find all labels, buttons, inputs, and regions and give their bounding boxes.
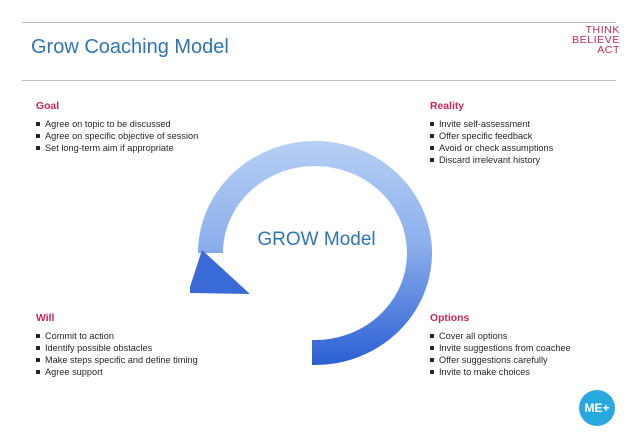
- reality-section: Reality Invite self-assessment Offer spe…: [430, 101, 553, 166]
- list-item: Offer specific feedback: [430, 130, 553, 142]
- list-item: Invite self-assessment: [430, 118, 553, 130]
- brand-line-act: ACT: [597, 44, 620, 56]
- will-list: Commit to action Identify possible obsta…: [36, 330, 198, 378]
- grow-model-label: GROW Model: [238, 225, 395, 255]
- goal-heading: Goal: [36, 101, 60, 112]
- list-item: Invite suggestions from coachee: [430, 342, 571, 354]
- goal-list: Agree on topic to be discussed Agree on …: [36, 118, 198, 154]
- list-item: Agree on specific objective of session: [36, 130, 198, 142]
- me-plus-logo: ME+: [579, 390, 615, 426]
- list-item: Make steps specific and define timing: [36, 354, 198, 366]
- grow-cycle-arrow: [190, 141, 432, 366]
- list-item: Set long-term aim if appropriate: [36, 142, 198, 154]
- will-heading: Will: [36, 313, 55, 324]
- options-section: Options Cover all options Invite suggest…: [430, 313, 571, 378]
- list-item: Discard irrelevant history: [430, 154, 553, 166]
- list-item: Commit to action: [36, 330, 198, 342]
- list-item: Offer suggestions carefully: [430, 354, 571, 366]
- list-item: Agree on topic to be discussed: [36, 118, 198, 130]
- cycle-arrow-head: [190, 250, 250, 294]
- list-item: Cover all options: [430, 330, 571, 342]
- goal-section: Goal Agree on topic to be discussed Agre…: [36, 101, 198, 154]
- options-list: Cover all options Invite suggestions fro…: [430, 330, 571, 378]
- reality-heading: Reality: [430, 101, 465, 112]
- top-divider: [22, 22, 616, 23]
- list-item: Invite to make choices: [430, 366, 571, 378]
- will-section: Will Commit to action Identify possible …: [36, 313, 198, 378]
- options-heading: Options: [430, 313, 470, 324]
- brand-line-think: THINK: [585, 24, 620, 36]
- brand-logo: THINK BELIEVE ACT: [572, 24, 620, 56]
- brand-line-believe: BELIEVE: [572, 34, 620, 46]
- list-item: Avoid or check assumptions: [430, 142, 553, 154]
- reality-list: Invite self-assessment Offer specific fe…: [430, 118, 553, 166]
- list-item: Agree support: [36, 366, 198, 378]
- list-item: Identify possible obstacles: [36, 342, 198, 354]
- page-title: Grow Coaching Model: [31, 36, 229, 58]
- title-divider: [22, 80, 616, 81]
